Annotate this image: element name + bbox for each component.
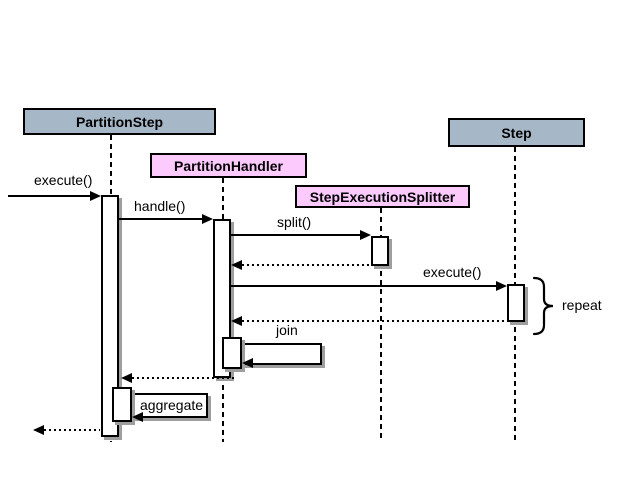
arrowhead-handle — [202, 214, 213, 224]
message-execute-step-line — [231, 285, 496, 287]
repeat-brace — [532, 276, 554, 336]
self-call-aggregate-loop — [132, 393, 208, 418]
arrowhead-execute-in — [90, 191, 101, 201]
arrowhead-join — [242, 358, 253, 368]
message-split-label: split() — [277, 214, 312, 230]
message-return-handler-line — [132, 377, 237, 379]
lifeline-step-execution-splitter — [380, 208, 382, 442]
message-return-split-line — [242, 264, 371, 266]
message-split-line — [231, 234, 361, 236]
message-execute-in-label: execute() — [34, 172, 93, 188]
message-return-step-line — [242, 320, 507, 322]
arrowhead-split — [360, 230, 371, 240]
arrowhead-return-step — [231, 316, 242, 326]
message-handle-line — [119, 218, 203, 220]
activation-step — [507, 284, 525, 322]
arrowhead-aggregate — [132, 412, 143, 422]
participant-step-execution-splitter: StepExecutionSplitter — [295, 185, 470, 208]
repeat-label: repeat — [562, 297, 602, 313]
message-return-final-line — [44, 429, 100, 431]
activation-join-nested — [222, 337, 242, 369]
message-join-label: join — [276, 322, 298, 338]
participant-step: Step — [448, 118, 585, 147]
arrowhead-return-final — [33, 425, 44, 435]
activation-step-execution-splitter — [371, 236, 389, 266]
participant-partition-handler: PartitionHandler — [150, 153, 307, 178]
message-execute-in-line — [8, 195, 91, 197]
activation-partition-step — [101, 195, 119, 437]
arrowhead-execute-step — [496, 281, 507, 291]
message-execute-step-label: execute() — [423, 264, 482, 280]
activation-aggregate-nested — [112, 387, 132, 422]
message-handle-label: handle() — [134, 198, 186, 214]
arrowhead-return-handler — [121, 373, 132, 383]
self-call-join-loop — [242, 343, 322, 365]
participant-partition-step: PartitionStep — [23, 108, 216, 135]
message-aggregate-label: aggregate — [140, 397, 204, 413]
arrowhead-return-split — [231, 260, 242, 270]
